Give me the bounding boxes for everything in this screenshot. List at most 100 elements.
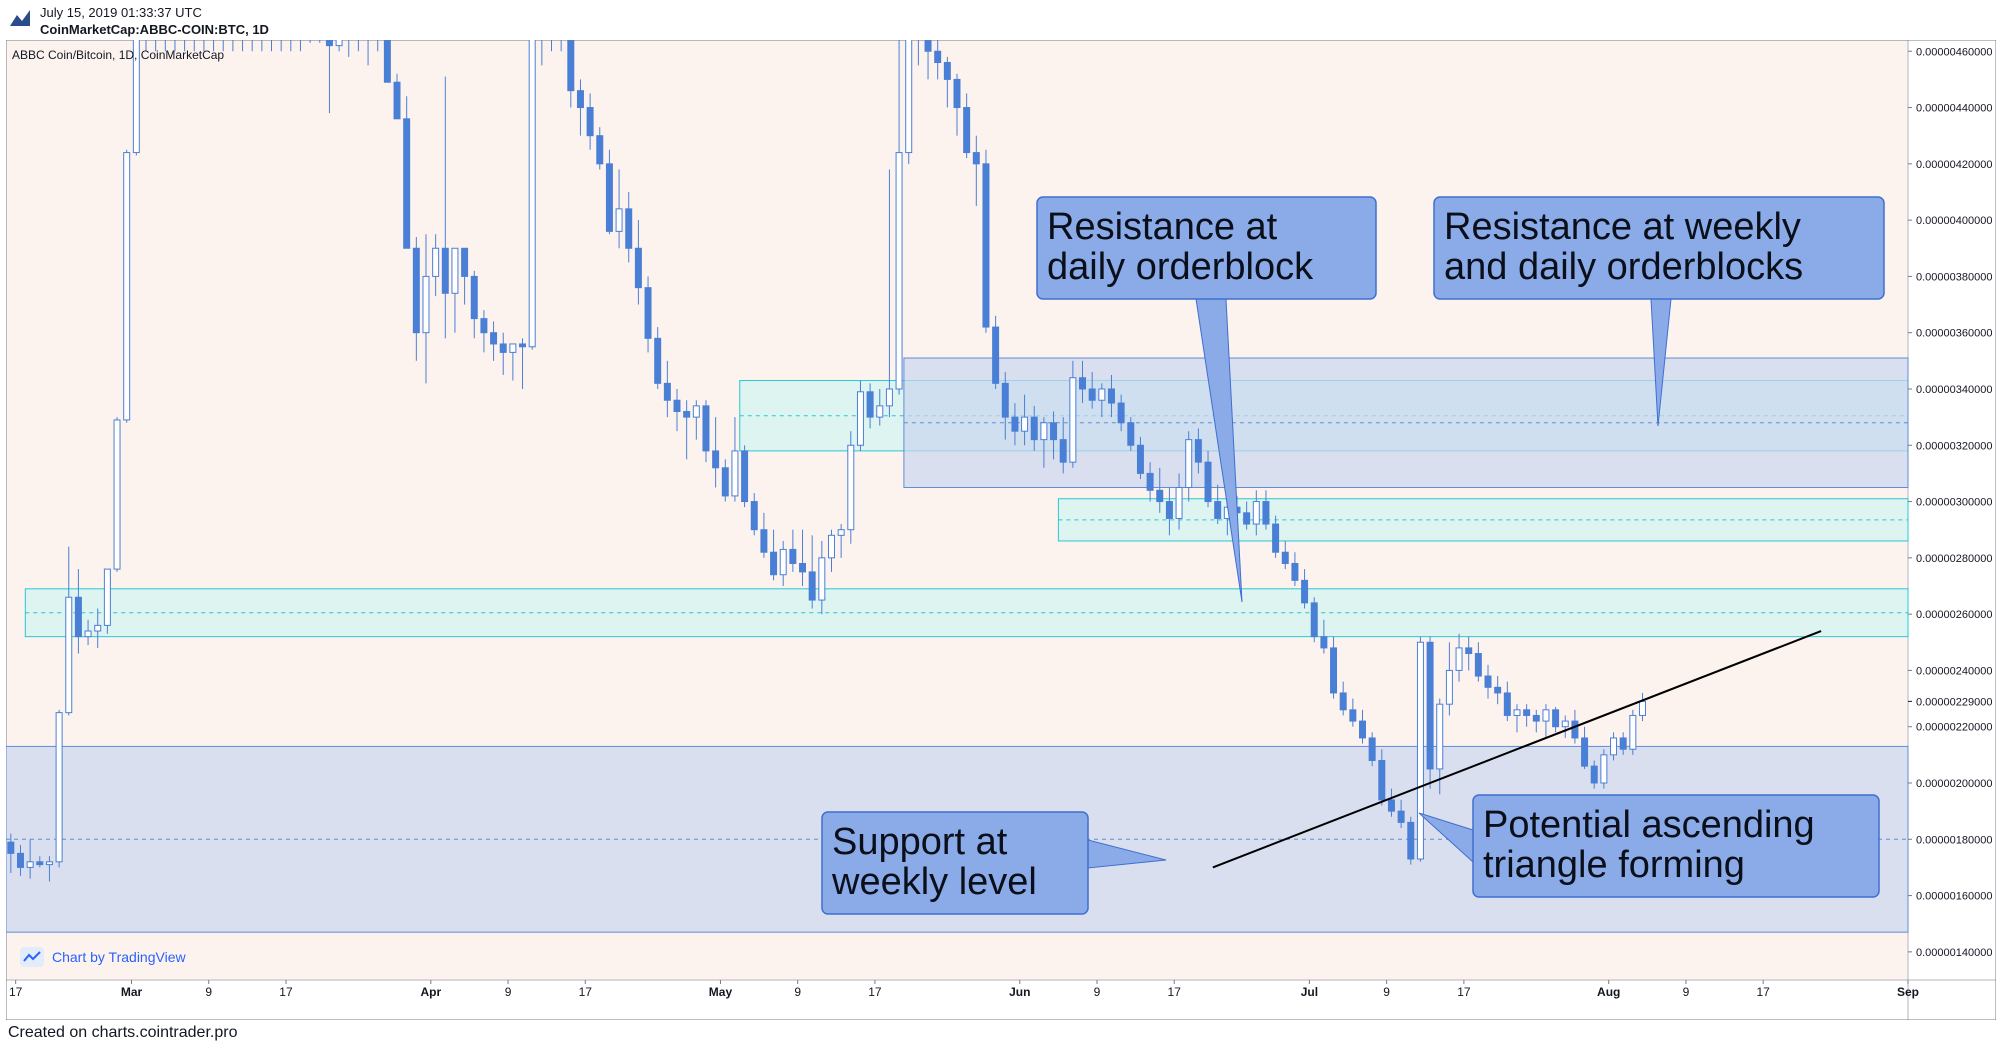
candle bbox=[779, 548, 787, 576]
price-tick-label: 0.00000180000 bbox=[1916, 834, 1992, 846]
callout-box bbox=[1472, 794, 1880, 898]
time-tick-label: Apr bbox=[420, 985, 441, 999]
candle bbox=[615, 208, 623, 232]
candle bbox=[1050, 422, 1058, 441]
candle bbox=[605, 163, 613, 232]
candle bbox=[393, 81, 401, 120]
candle bbox=[866, 391, 874, 418]
time-tick-label: 17 bbox=[868, 985, 882, 999]
time-tick-label: 9 bbox=[505, 985, 512, 999]
candle bbox=[441, 247, 449, 294]
cloud-chart-icon bbox=[20, 947, 44, 967]
candle bbox=[576, 90, 584, 109]
candle bbox=[953, 78, 961, 109]
candle bbox=[1146, 472, 1154, 491]
candle bbox=[1542, 709, 1550, 722]
candle bbox=[770, 551, 778, 576]
candle bbox=[325, 36, 333, 47]
time-tick-label: 17 bbox=[1457, 985, 1471, 999]
candle bbox=[1156, 489, 1164, 503]
candle bbox=[1600, 754, 1608, 784]
candle bbox=[731, 450, 739, 497]
candle bbox=[1185, 439, 1193, 488]
candle bbox=[596, 135, 604, 165]
candle bbox=[692, 405, 700, 418]
time-tick-label: 17 bbox=[1168, 985, 1182, 999]
ascending-trendline bbox=[1212, 630, 1822, 869]
candle bbox=[750, 501, 758, 531]
candle bbox=[528, 22, 536, 348]
candle bbox=[1011, 416, 1019, 432]
time-tick-label: 9 bbox=[1094, 985, 1101, 999]
candle bbox=[1455, 647, 1463, 671]
candle bbox=[837, 529, 845, 536]
candle bbox=[789, 548, 797, 564]
price-tick-label: 0.00000380000 bbox=[1916, 271, 1992, 283]
candle bbox=[1494, 686, 1502, 694]
time-tick-label: Jun bbox=[1009, 985, 1030, 999]
candle bbox=[943, 62, 951, 80]
candle bbox=[634, 247, 642, 289]
candle bbox=[1590, 765, 1598, 784]
candle bbox=[895, 152, 903, 390]
candle bbox=[1397, 810, 1405, 823]
time-tick-label: Aug bbox=[1597, 985, 1620, 999]
callout-line-2: triangle forming bbox=[1483, 844, 1745, 886]
candle bbox=[992, 326, 1000, 384]
candle bbox=[1069, 377, 1077, 463]
candle bbox=[1378, 759, 1386, 801]
candlestick-chart[interactable]: 0.000001400000.000001600000.000001800000… bbox=[5, 0, 1997, 1021]
tradingview-logo-icon bbox=[8, 6, 32, 30]
tradingview-badge[interactable]: Chart by TradingView bbox=[20, 945, 186, 969]
candle bbox=[432, 247, 440, 277]
candle bbox=[1552, 709, 1560, 728]
time-tick-label: Sep bbox=[1897, 985, 1919, 999]
time-tick-label: 17 bbox=[579, 985, 593, 999]
candle bbox=[383, 28, 391, 83]
candle bbox=[924, 28, 932, 52]
candle bbox=[712, 450, 720, 469]
footer-credit: Created on charts.cointrader.pro bbox=[8, 1024, 238, 1041]
candle bbox=[1368, 737, 1376, 761]
price-tick-label: 0.00000280000 bbox=[1916, 553, 1992, 565]
price-tick-label: 0.00000440000 bbox=[1916, 103, 1992, 115]
candle bbox=[461, 247, 469, 277]
candle bbox=[499, 343, 507, 353]
candle bbox=[65, 596, 73, 714]
candle bbox=[1301, 579, 1309, 604]
chart-header: July 15, 2019 01:33:37 UTC CoinMarketCap… bbox=[0, 0, 2003, 44]
candle bbox=[876, 405, 884, 418]
candle bbox=[26, 861, 34, 868]
candle bbox=[1194, 439, 1202, 463]
candle bbox=[123, 152, 131, 421]
candle bbox=[480, 318, 488, 334]
candle bbox=[103, 568, 111, 626]
candle bbox=[818, 557, 826, 601]
callout-line-2: and daily orderblocks bbox=[1444, 246, 1803, 288]
candle bbox=[490, 332, 498, 345]
callout-line-2: weekly level bbox=[831, 861, 1037, 903]
time-tick-label: 9 bbox=[794, 985, 801, 999]
callout-line-1: Potential ascending bbox=[1483, 804, 1815, 846]
price-tick-label: 0.00000360000 bbox=[1916, 328, 1992, 340]
candle bbox=[335, 36, 343, 47]
candle bbox=[1291, 562, 1299, 581]
candle bbox=[16, 852, 24, 868]
candle bbox=[567, 28, 575, 92]
candle bbox=[1445, 669, 1453, 705]
callout-line-1: Resistance at bbox=[1047, 206, 1278, 248]
last-price-label: 0.00000229000 bbox=[1916, 696, 1992, 708]
candle bbox=[644, 287, 652, 339]
candle bbox=[1436, 703, 1444, 770]
candle bbox=[808, 571, 816, 601]
price-tick-label: 0.00000140000 bbox=[1916, 947, 1992, 959]
price-tick-label: 0.00000300000 bbox=[1916, 497, 1992, 509]
candle bbox=[1513, 709, 1521, 716]
candle bbox=[934, 50, 942, 64]
candle bbox=[1561, 720, 1569, 728]
candle bbox=[625, 208, 633, 249]
time-tick-label: 9 bbox=[205, 985, 212, 999]
